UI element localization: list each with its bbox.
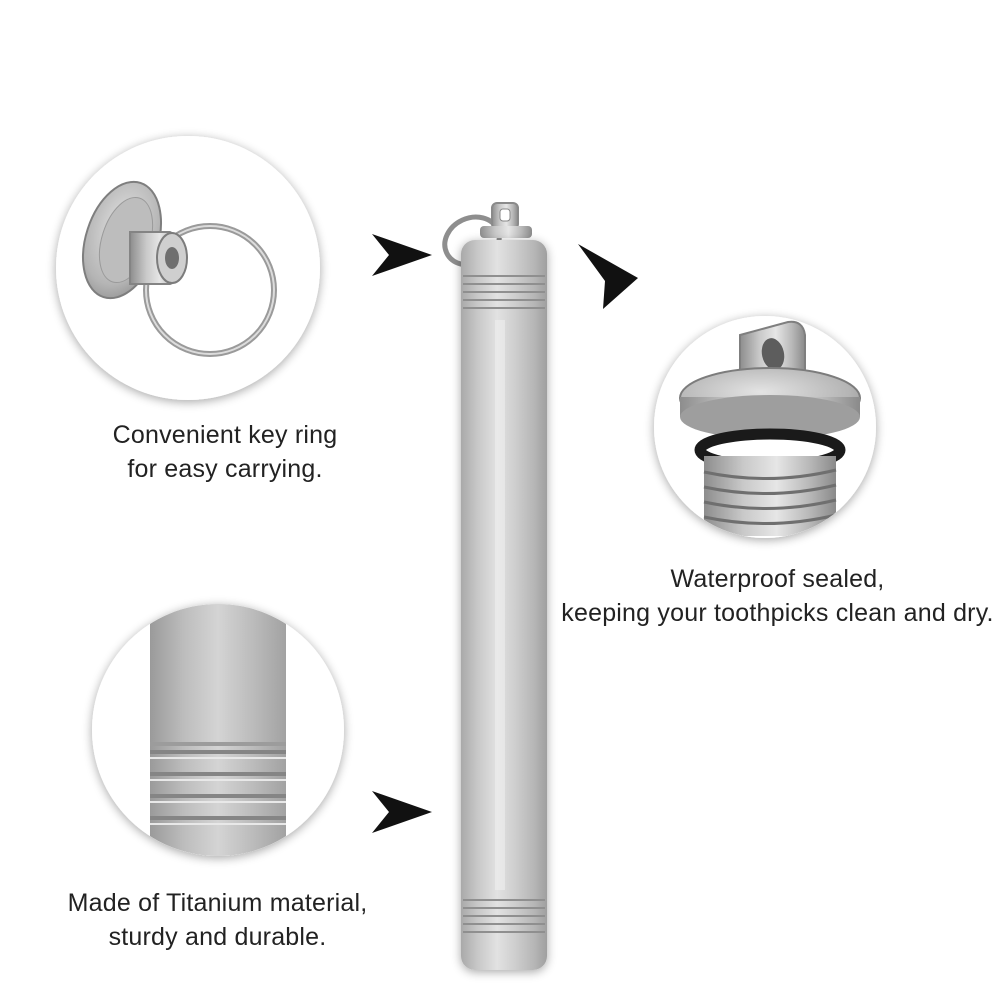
titanium-caption-line2: sturdy and durable. [108,923,327,951]
key-ring-closeup [56,136,320,400]
key-ring-caption: Convenient key ring for easy carrying. [60,418,390,486]
tube-top-grooves [463,275,545,309]
waterproof-caption: Waterproof sealed, keeping your toothpic… [555,562,1000,630]
toothpick-tube [442,202,547,970]
arrow-pointer-icon [578,244,638,309]
waterproof-cap-closeup [654,316,876,538]
arrow-pointer-icon [372,791,432,833]
tube-bottom-grooves [463,899,545,933]
titanium-caption-line1: Made of Titanium material, [67,889,368,917]
waterproof-caption-line2: keeping your toothpicks clean and dry. [561,599,994,627]
titanium-closeup [92,604,344,856]
key-ring-caption-line2: for easy carrying. [127,455,323,483]
arrow-pointer-icon [372,234,432,276]
waterproof-caption-line1: Waterproof sealed, [670,565,885,593]
titanium-caption: Made of Titanium material, sturdy and du… [40,886,395,954]
key-ring-caption-line1: Convenient key ring [112,421,338,449]
tube-cap-top [480,226,532,238]
